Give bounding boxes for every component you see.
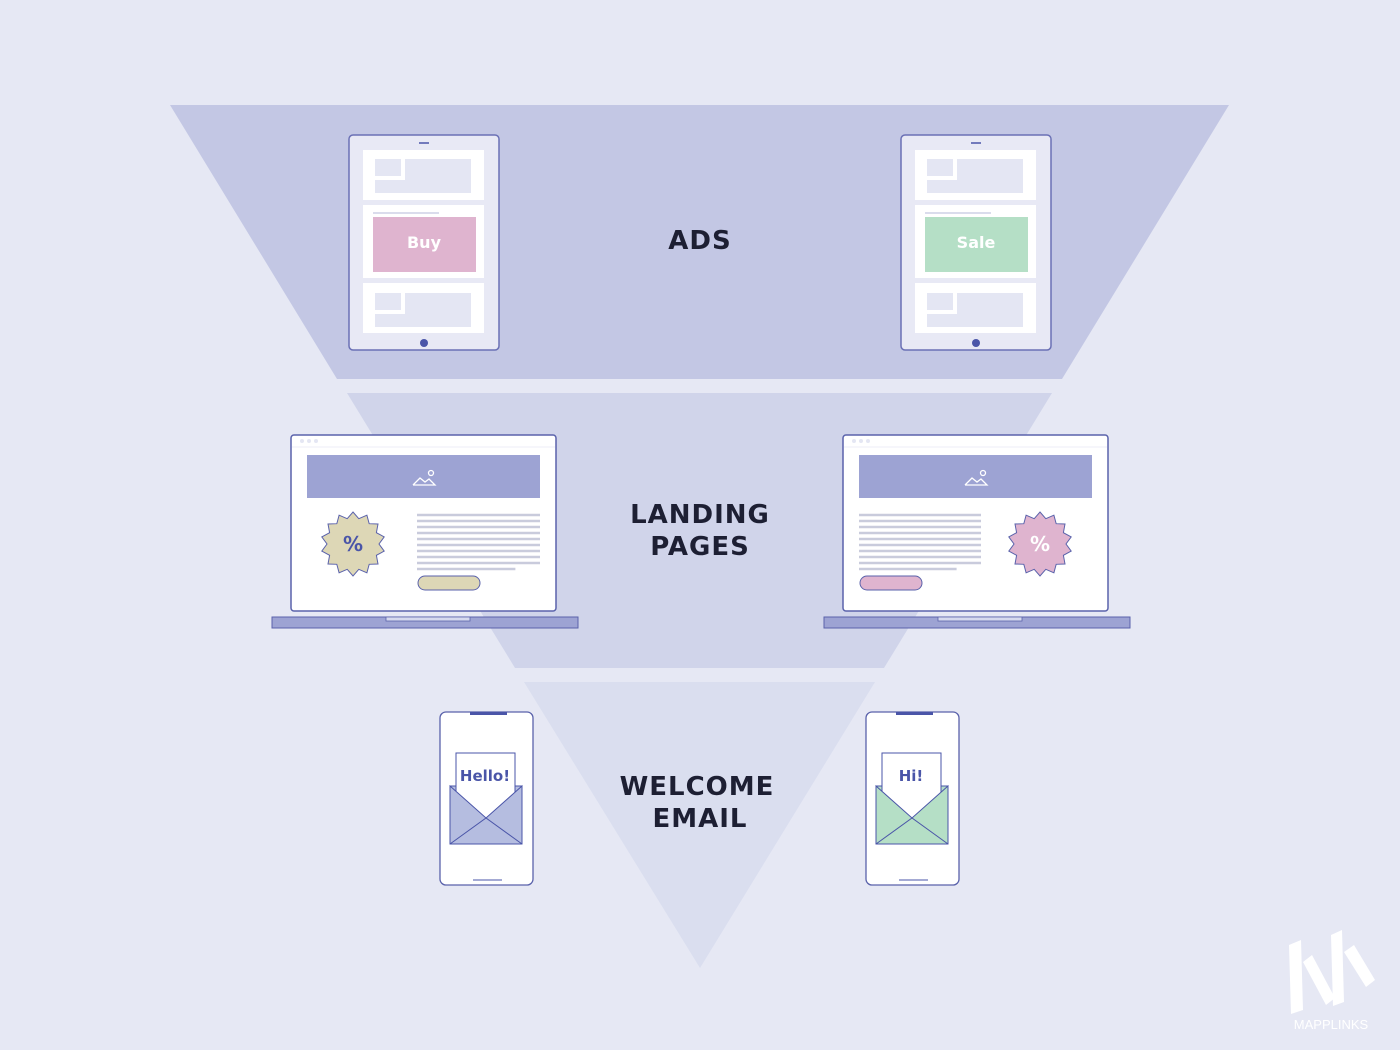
buy-button — [373, 217, 476, 272]
logo-text: MAPPLINKS — [1294, 1017, 1369, 1032]
tablet-ad-sale: Sale — [900, 134, 1052, 351]
letter-text: Hello! — [460, 767, 510, 785]
image-icon — [964, 469, 989, 486]
tablet-ad-buy: Buy — [348, 134, 500, 351]
discount-badge-label: % — [343, 532, 363, 556]
home-button-icon — [420, 339, 428, 347]
discount-badge-label: % — [1030, 532, 1050, 556]
mapplinks-logo: MAPPLINKS — [1289, 930, 1375, 1032]
stage-label-welcome: WELCOME — [620, 772, 775, 802]
sale-button — [925, 217, 1028, 272]
discount-badge-icon — [1008, 511, 1072, 577]
stage-label-pages: PAGES — [650, 532, 750, 562]
stage-label-ads: ADS — [668, 226, 731, 256]
discount-badge-icon — [321, 511, 385, 577]
cta-button — [417, 575, 481, 591]
phone-email-hello: Hello! — [439, 711, 534, 886]
laptop-landing-page-left: % — [271, 434, 579, 629]
buy-label: Buy — [407, 233, 442, 252]
envelope-icon — [875, 784, 949, 845]
sale-label: Sale — [957, 233, 996, 252]
funnel-stage-welcome-email — [524, 682, 875, 968]
envelope-icon — [449, 784, 523, 845]
letter-text: Hi! — [899, 767, 924, 785]
home-button-icon — [972, 339, 980, 347]
stage-label-landing: LANDING — [630, 500, 770, 530]
stage-label-email: EMAIL — [653, 804, 748, 834]
cta-button — [859, 575, 923, 591]
image-icon — [412, 469, 437, 486]
phone-email-hi: Hi! — [865, 711, 960, 886]
laptop-landing-page-right: % — [823, 434, 1131, 629]
